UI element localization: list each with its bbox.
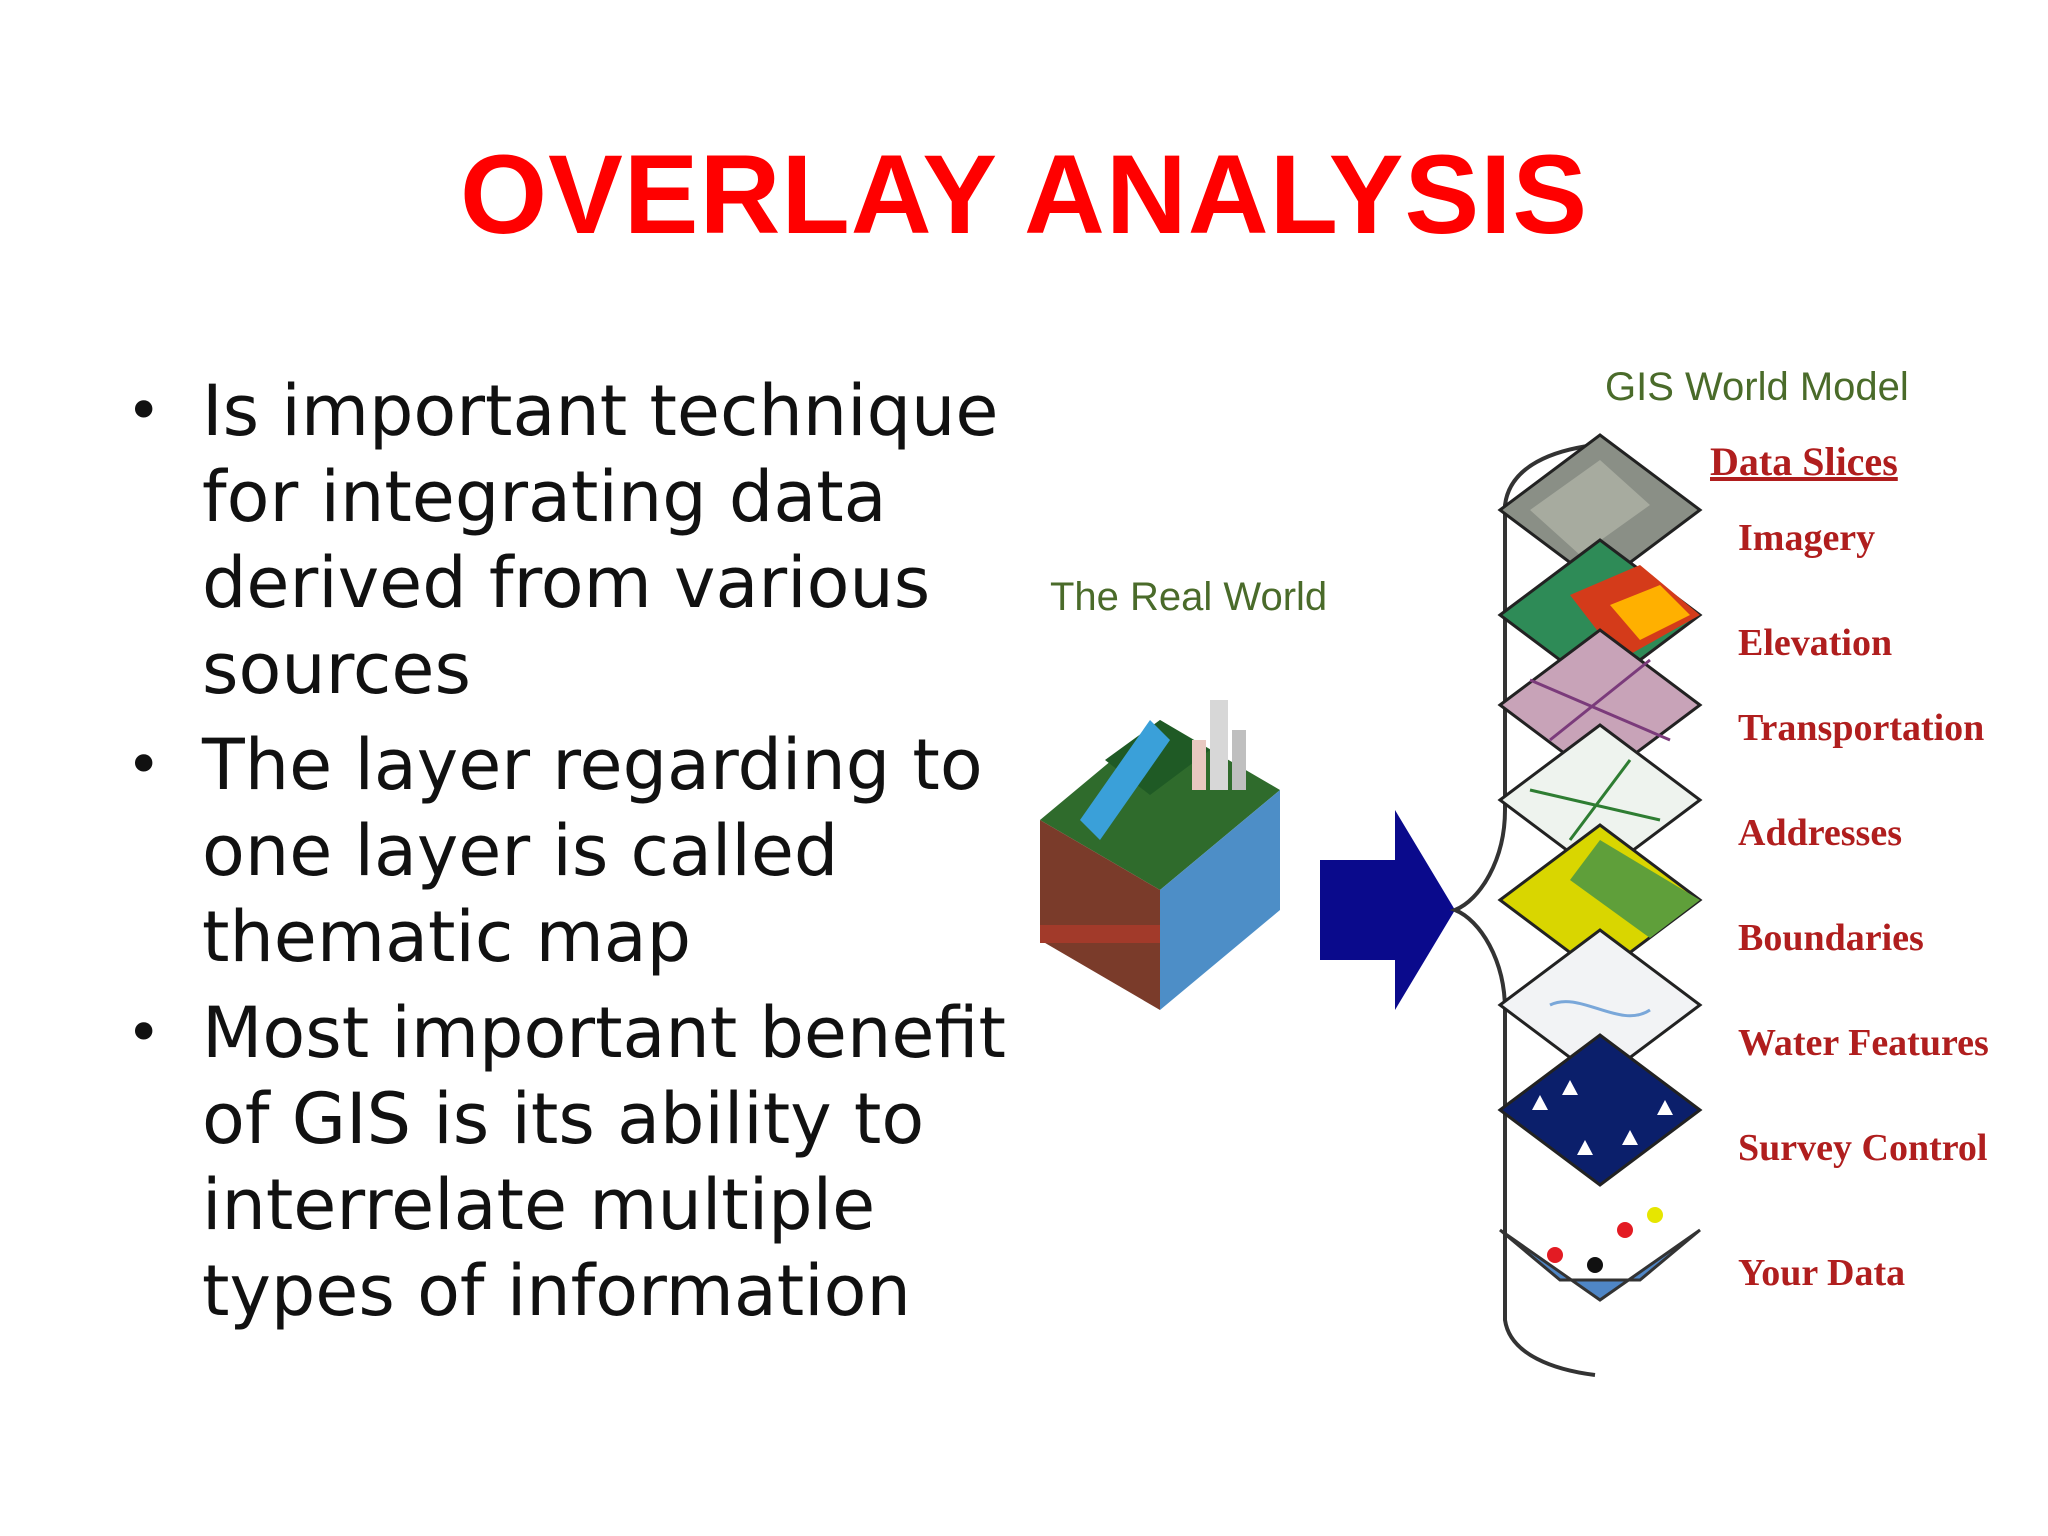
bullet-item: • The layer regarding to one layer is ca… — [118, 722, 1018, 980]
layer-label-boundaries: Boundaries — [1738, 917, 1924, 959]
boundaries-layer — [1497, 823, 1703, 977]
bullet-text: The layer regarding to one layer is call… — [202, 724, 983, 978]
water-features-layer — [1497, 928, 1703, 1082]
layer-label-water-features: Water Features — [1738, 1022, 1989, 1064]
your-data-layer — [1499, 1207, 1701, 1302]
bullet-item: • Is important technique for integrating… — [118, 368, 1018, 712]
slide-title: OVERLAY ANALYSIS — [459, 132, 1589, 257]
gis-layer-diagram: The Real World GIS World Model Data Slic… — [1040, 365, 1989, 1377]
real-world-illustration — [1040, 700, 1280, 1010]
imagery-layer — [1497, 433, 1703, 587]
bullet-text: Is important technique for integrating d… — [202, 370, 999, 710]
bullet-text: Most important benefit of GIS is its abi… — [202, 992, 1006, 1332]
layer-label-elevation: Elevation — [1738, 622, 1892, 664]
data-slices-label: Data Slices — [1710, 439, 1898, 484]
addresses-layer — [1497, 723, 1703, 877]
layer-label-your-data: Your Data — [1738, 1252, 1905, 1294]
real-world-label: The Real World — [1050, 575, 1327, 619]
bullet-dot-icon: • — [126, 998, 162, 1068]
brace-icon — [1449, 443, 1596, 1377]
layer-label-transportation: Transportation — [1738, 707, 1984, 749]
bullet-dot-icon: • — [126, 730, 162, 800]
bullet-dot-icon: • — [126, 376, 162, 446]
layer-label-imagery: Imagery — [1738, 517, 1875, 559]
layer-label-survey-control: Survey Control — [1738, 1127, 1987, 1169]
gis-world-model-label: GIS World Model — [1605, 365, 1909, 409]
bullet-list: • Is important technique for integrating… — [118, 368, 1018, 1344]
bullet-item: • Most important benefit of GIS is its a… — [118, 990, 1018, 1334]
survey-control-layer — [1497, 1033, 1703, 1187]
right-arrow-icon — [1320, 810, 1455, 1010]
layer-label-addresses: Addresses — [1738, 812, 1902, 854]
